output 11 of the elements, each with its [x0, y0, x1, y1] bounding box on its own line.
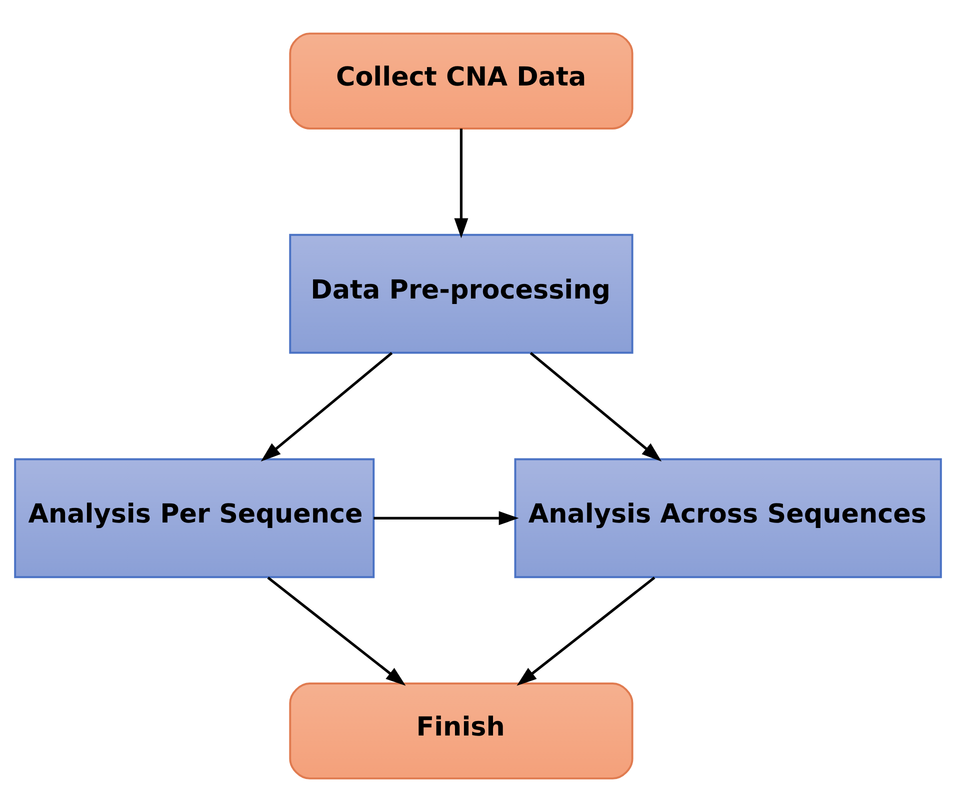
node-box: Analysis Per Sequence: [14, 458, 375, 578]
node-box: Collect CNA Data: [289, 32, 634, 130]
node-box: Finish: [289, 682, 634, 780]
node-box: Analysis Across Sequences: [514, 458, 942, 578]
arrow: [260, 352, 393, 462]
arrow: [374, 511, 519, 526]
arrow: [267, 576, 406, 686]
arrow: [530, 352, 662, 462]
arrow: [516, 576, 656, 686]
arrow: [454, 128, 468, 238]
node-box: Data Pre-processing: [289, 234, 634, 354]
